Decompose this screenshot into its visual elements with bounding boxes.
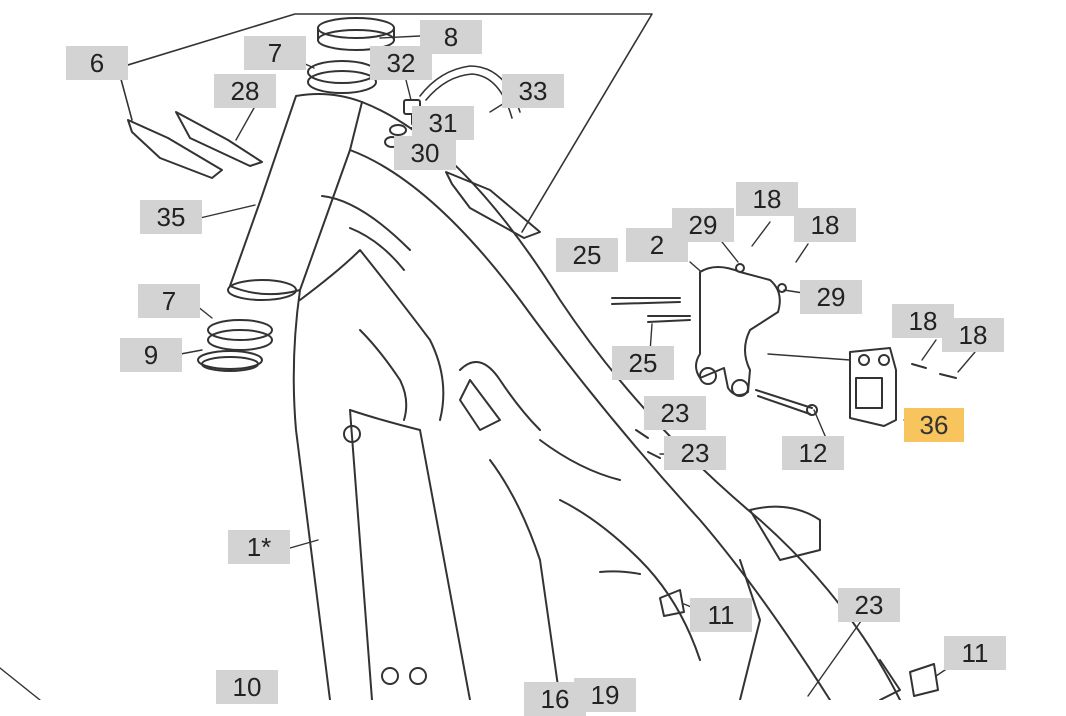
callout-18-a[interactable]: 18 <box>736 182 798 216</box>
callout-1-frame[interactable]: 1* <box>228 530 290 564</box>
callout-32[interactable]: 32 <box>370 46 432 80</box>
callout-19[interactable]: 19 <box>574 678 636 712</box>
callout-11-a[interactable]: 11 <box>690 598 752 632</box>
callout-18-d[interactable]: 18 <box>942 318 1004 352</box>
callout-7-lower[interactable]: 7 <box>138 284 200 318</box>
callout-29-lower[interactable]: 29 <box>800 280 862 314</box>
callout-25-lower[interactable]: 25 <box>612 346 674 380</box>
callout-7-upper[interactable]: 7 <box>244 36 306 70</box>
callout-31[interactable]: 31 <box>412 106 474 140</box>
bearing-rings-top <box>307 17 395 94</box>
bearing-rings-bottom <box>197 319 273 372</box>
callout-35[interactable]: 35 <box>140 200 202 234</box>
callout-9[interactable]: 9 <box>120 338 182 372</box>
callout-8[interactable]: 8 <box>420 20 482 54</box>
callout-29-upper[interactable]: 29 <box>672 208 734 242</box>
caliper-guard-plate <box>849 347 957 427</box>
callout-33[interactable]: 33 <box>502 74 564 108</box>
callout-10[interactable]: 10 <box>216 670 278 704</box>
callout-25-upper[interactable]: 25 <box>556 238 618 272</box>
exploded-parts-diagram: 8 7 32 6 28 33 31 30 35 7 9 25 2 29 18 1… <box>0 13 1006 716</box>
callout-23-c[interactable]: 23 <box>838 588 900 622</box>
main-frame <box>292 101 901 700</box>
callout-18-b[interactable]: 18 <box>794 208 856 242</box>
callout-23-a[interactable]: 23 <box>644 396 706 430</box>
callout-28[interactable]: 28 <box>214 74 276 108</box>
callout-11-b[interactable]: 11 <box>944 636 1006 670</box>
callout-30[interactable]: 30 <box>394 136 456 170</box>
callout-36-highlighted[interactable]: 36 <box>904 408 964 442</box>
frame-shields <box>127 111 541 239</box>
callout-23-b[interactable]: 23 <box>664 436 726 470</box>
steering-head-tube <box>227 93 363 301</box>
small-brackets <box>659 589 939 697</box>
callout-12[interactable]: 12 <box>782 436 844 470</box>
callout-6[interactable]: 6 <box>66 46 128 80</box>
caliper-assembly <box>611 263 818 459</box>
